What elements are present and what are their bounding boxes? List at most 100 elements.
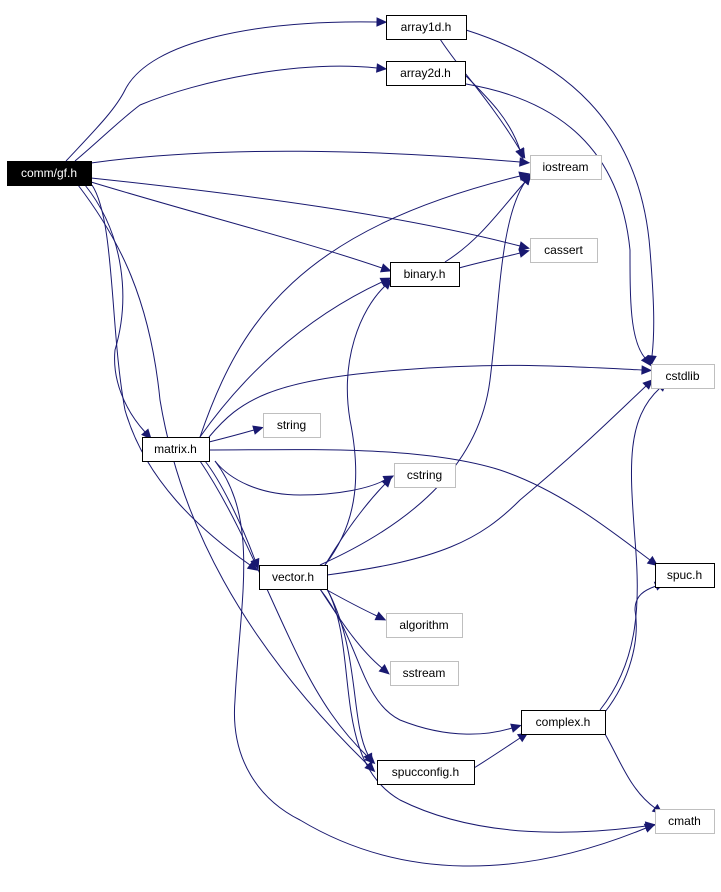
edge-line — [77, 184, 369, 766]
edge-vector-to-cstdlib — [326, 378, 654, 576]
node-array1d[interactable]: array1d.h — [386, 15, 467, 40]
edge-line — [84, 184, 146, 433]
edge-binary-to-iostream — [444, 174, 532, 263]
edge-line — [74, 65, 378, 162]
edge-line — [319, 588, 383, 669]
edge-comm_gf-to-cassert — [90, 177, 530, 251]
edge-line — [324, 483, 386, 566]
edge-array1d-to-cstdlib — [465, 29, 657, 367]
arrowhead-icon — [378, 664, 390, 675]
edge-line — [90, 150, 521, 164]
edge-array2d-to-iostream — [465, 75, 525, 160]
arrowhead-icon — [519, 157, 531, 167]
edge-line — [208, 364, 643, 438]
arrowhead-icon — [246, 560, 259, 571]
node-matrix[interactable]: matrix.h — [142, 437, 210, 462]
arrowhead-icon — [379, 263, 392, 273]
edge-vector-to-iostream — [319, 173, 531, 566]
edge-line — [208, 429, 255, 443]
edge-vector-to-complex — [319, 588, 522, 735]
arrowhead-icon — [376, 17, 388, 27]
arrowhead-icon — [510, 723, 522, 733]
arrowhead-icon — [376, 63, 388, 73]
node-box — [530, 155, 602, 180]
edge-line — [599, 387, 661, 711]
node-sstream: sstream — [390, 661, 459, 686]
edge-matrix-to-spucconfig — [199, 460, 376, 765]
node-comm-gf[interactable]: comm/gf.h — [7, 161, 92, 186]
edge-matrix-to-cstring — [214, 460, 395, 496]
edge-line — [214, 460, 386, 496]
node-spuc[interactable]: spuc.h — [655, 563, 715, 588]
edge-vector-to-spucconfig — [326, 588, 373, 765]
edge-line — [326, 588, 369, 756]
node-box — [655, 809, 715, 834]
arrowhead-icon — [141, 428, 152, 440]
arrowhead-icon — [374, 611, 387, 621]
edge-line — [91, 184, 251, 566]
edge-comm_gf-to-iostream — [90, 150, 531, 167]
edge-line — [90, 181, 383, 269]
node-label: vector.h — [272, 570, 314, 584]
node-spucconfig[interactable]: spucconfig.h — [377, 760, 475, 785]
edge-complex-to-cmath — [604, 733, 664, 815]
node-label: matrix.h — [154, 442, 197, 456]
node-iostream: iostream — [530, 155, 602, 180]
edge-comm_gf-to-matrix — [84, 184, 152, 440]
edge-matrix-to-cstdlib — [208, 364, 653, 438]
node-label: string — [277, 418, 306, 432]
edge-line — [326, 589, 378, 617]
node-box — [377, 760, 475, 785]
arrowhead-icon — [641, 365, 653, 375]
node-box — [263, 413, 321, 438]
arrowhead-icon — [381, 278, 393, 290]
node-vector[interactable]: vector.h — [259, 565, 328, 590]
node-label: cmath — [668, 814, 701, 828]
edge-line — [458, 252, 521, 269]
node-label: algorithm — [399, 618, 448, 632]
node-complex[interactable]: complex.h — [521, 710, 606, 735]
node-label: array1d.h — [401, 20, 452, 34]
edge-line — [444, 181, 526, 263]
edge-vector-to-cstring — [324, 476, 393, 566]
node-box — [530, 238, 598, 263]
node-label: complex.h — [536, 715, 591, 729]
node-array2d[interactable]: array2d.h — [386, 61, 466, 86]
node-box — [394, 463, 456, 488]
node-box — [651, 364, 715, 389]
arrowhead-icon — [642, 378, 654, 390]
edge-comm_gf-to-array1d — [65, 17, 388, 162]
node-label: comm/gf.h — [21, 166, 77, 180]
edge-matrix-to-string — [208, 425, 264, 443]
edge-vector-to-binary — [324, 278, 393, 566]
edge-line — [473, 737, 521, 769]
node-layer: comm/gf.harray1d.harray2d.hiostreamcasse… — [7, 15, 715, 834]
arrowhead-icon — [644, 821, 657, 831]
edge-line — [326, 588, 647, 833]
edge-line — [199, 281, 383, 438]
arrowhead-icon — [518, 171, 530, 181]
edge-complex-to-cstdlib — [599, 380, 668, 711]
edge-line — [465, 29, 655, 357]
edge-line — [319, 588, 513, 735]
edge-matrix-to-iostream — [199, 171, 530, 438]
edge-line — [439, 38, 521, 151]
edge-line — [465, 75, 521, 151]
edge-line — [199, 460, 369, 758]
arrowhead-icon — [252, 425, 264, 435]
edge-line — [204, 460, 256, 561]
arrowhead-icon — [520, 173, 531, 185]
edge-line — [326, 385, 647, 576]
node-box — [655, 563, 715, 588]
edge-comm_gf-to-vector — [91, 184, 259, 571]
node-box — [7, 161, 92, 186]
arrowhead-icon — [518, 241, 530, 251]
edge-line — [199, 175, 521, 438]
node-label: iostream — [542, 160, 588, 174]
arrowhead-icon — [518, 248, 530, 258]
node-binary[interactable]: binary.h — [390, 262, 460, 287]
edge-vector-to-cmath — [326, 588, 657, 833]
edge-line — [324, 285, 386, 566]
edge-layer — [65, 17, 668, 867]
edge-spucconfig-to-complex — [473, 732, 529, 769]
